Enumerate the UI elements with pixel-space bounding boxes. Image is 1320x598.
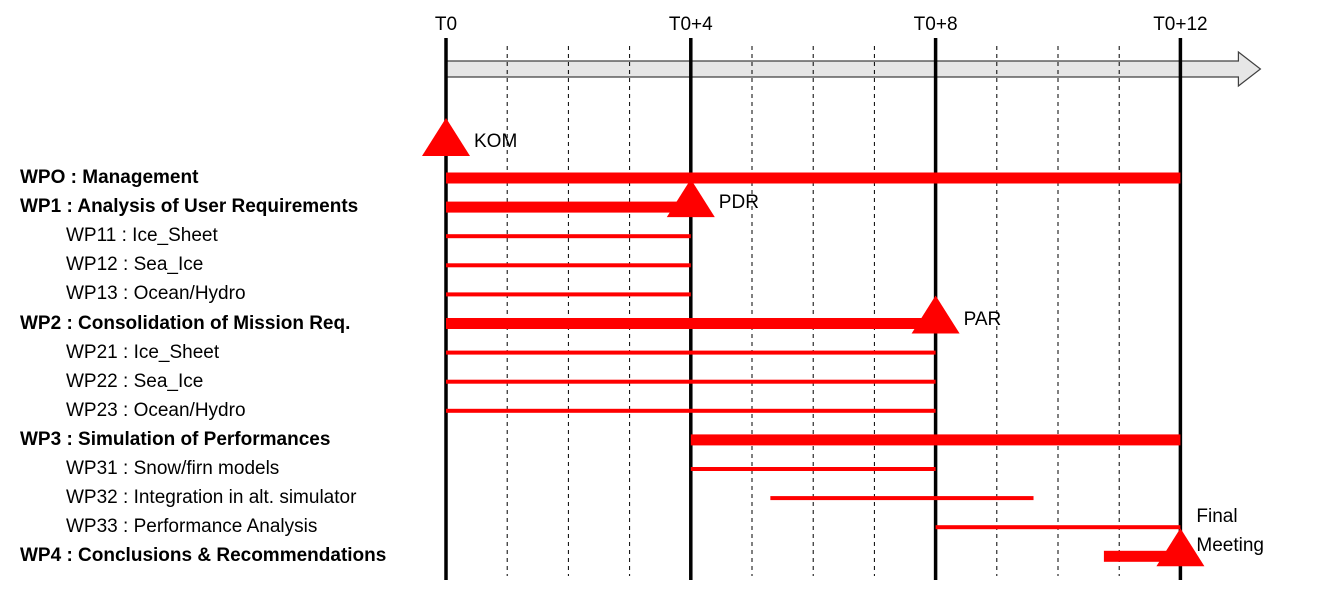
milestone-marker bbox=[911, 295, 960, 334]
task-label: WP1 : Analysis of User Requirements bbox=[20, 196, 359, 218]
task-label: WP11 : Ice_Sheet bbox=[66, 225, 218, 247]
task-label: WP4 : Conclusions & Recommendations bbox=[20, 545, 387, 567]
timeline-arrow bbox=[445, 50, 1262, 88]
milestone-label: PAR bbox=[963, 308, 1002, 330]
tick-label: T0+12 bbox=[1153, 14, 1208, 35]
milestone-label: Final Meeting bbox=[1196, 506, 1264, 557]
milestone-marker bbox=[422, 118, 470, 156]
task-bar bbox=[690, 467, 936, 471]
milestone-label: KOM bbox=[474, 131, 518, 152]
tick-label: T0+8 bbox=[913, 14, 958, 35]
task-bar bbox=[446, 234, 691, 239]
task-bar bbox=[446, 379, 936, 384]
task-label: WP31 : Snow/firn models bbox=[66, 458, 280, 479]
task-bar bbox=[446, 263, 691, 268]
task-bar bbox=[690, 434, 1181, 446]
task-bar bbox=[1103, 550, 1181, 562]
milestone-label: PDR bbox=[718, 192, 759, 214]
task-bar bbox=[446, 408, 936, 413]
task-label: WP32 : Integration in alt. simulator bbox=[66, 487, 357, 509]
task-label: WP12 : Sea_Ice bbox=[66, 254, 204, 276]
task-label: WP13 : Ocean/Hydro bbox=[66, 283, 246, 305]
task-label: WP2 : Consolidation of Mission Req. bbox=[20, 312, 351, 334]
task-label: WP21 : Ice_Sheet bbox=[66, 341, 220, 363]
tick-label: T0 bbox=[434, 14, 458, 35]
tick-label: T0+4 bbox=[668, 14, 713, 35]
task-bar bbox=[446, 292, 691, 297]
milestone-marker bbox=[1156, 528, 1205, 567]
task-bar bbox=[446, 172, 1181, 184]
task-bar bbox=[935, 525, 1181, 530]
task-label: WP33 : Performance Analysis bbox=[66, 516, 318, 538]
task-bar bbox=[446, 318, 936, 329]
task-label: WP23 : Ocean/Hydro bbox=[66, 399, 246, 421]
task-label: WP22 : Sea_Ice bbox=[66, 370, 204, 392]
task-bar bbox=[446, 350, 936, 355]
milestone-marker bbox=[666, 179, 715, 218]
task-label: WP3 : Simulation of Performances bbox=[20, 428, 331, 450]
task-label: WPO : Management bbox=[20, 167, 199, 188]
task-bar bbox=[770, 496, 1034, 501]
task-bar bbox=[446, 201, 691, 213]
